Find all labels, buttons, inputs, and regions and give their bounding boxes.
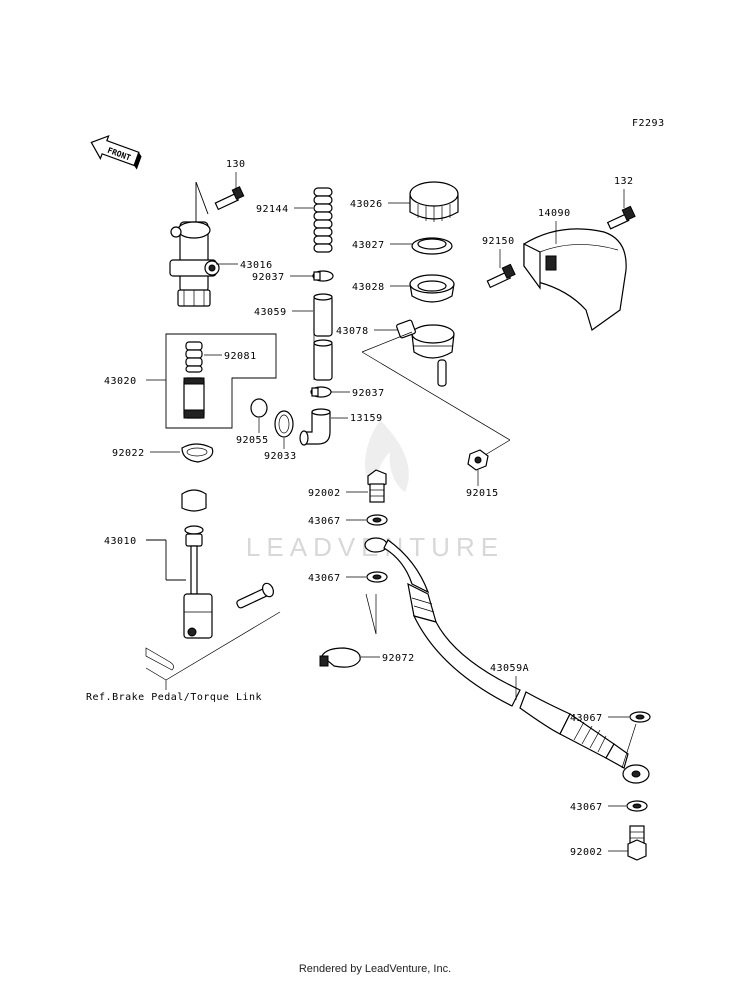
diaphragm-43028 [409, 274, 455, 303]
ref-note: Ref.Brake Pedal/Torque Link [86, 692, 262, 703]
label-92037-top: 92037 [252, 272, 285, 283]
label-43067-d: 43067 [570, 802, 603, 813]
label-92055: 92055 [236, 435, 269, 446]
label-43028: 43028 [352, 282, 385, 293]
ring-92033 [274, 410, 294, 438]
push-rod-43010 [146, 489, 213, 639]
ref-lines [145, 611, 281, 690]
spring-92144 [313, 187, 333, 253]
banjo-bolt-92002-bottom [627, 825, 647, 861]
clevis-pin [236, 582, 275, 609]
label-43078: 43078 [336, 326, 369, 337]
washer-43067-b [366, 571, 388, 583]
bolt-92150 [486, 263, 516, 289]
bolt-132 [606, 205, 636, 230]
washer-43067-d [626, 800, 648, 812]
front-arrow-icon: FRONT [90, 134, 142, 170]
hose-43059 [313, 293, 333, 381]
label-43016: 43016 [240, 260, 273, 271]
reservoir-cap-43026 [409, 181, 459, 222]
cover-14090 [523, 228, 627, 331]
label-43067-c: 43067 [570, 713, 603, 724]
hose-43059A [364, 537, 650, 784]
clamp-92037-bottom [310, 386, 332, 398]
label-13159: 13159 [350, 413, 383, 424]
label-43027: 43027 [352, 240, 385, 251]
clamp-92072 [319, 647, 361, 668]
label-43010: 43010 [104, 536, 137, 547]
label-92002-top: 92002 [308, 488, 341, 499]
cotter-pin [145, 647, 174, 671]
snap-ring-92022 [181, 443, 214, 463]
clamp-92037-top [312, 270, 334, 282]
label-92144: 92144 [256, 204, 289, 215]
label-14090: 14090 [538, 208, 571, 219]
part-labels: 130 43016 92144 92037 43059 92037 13159 … [104, 159, 634, 858]
label-43067-b: 43067 [308, 573, 341, 584]
label-92022: 92022 [112, 448, 145, 459]
label-92081: 92081 [224, 351, 257, 362]
elbow-13159 [299, 408, 331, 446]
label-92002-bottom: 92002 [570, 847, 603, 858]
ring-92055 [250, 398, 268, 418]
label-43020: 43020 [104, 376, 137, 387]
label-43067-a: 43067 [308, 516, 341, 527]
washer-43067-a [366, 514, 388, 526]
master-cylinder-body [169, 181, 220, 307]
leader-line [621, 723, 637, 769]
nut-92015 [361, 331, 511, 471]
footer-credit: Rendered by LeadVenture, Inc. [298, 963, 452, 975]
label-132: 132 [614, 176, 634, 187]
label-92072: 92072 [382, 653, 415, 664]
label-130: 130 [226, 159, 246, 170]
reservoir-43078 [396, 319, 455, 387]
banjo-bolt-92002-top [367, 469, 387, 503]
label-92033: 92033 [264, 451, 297, 462]
label-43026: 43026 [350, 199, 383, 210]
washer-43067-c [629, 711, 651, 723]
bracket-43020 [146, 333, 277, 429]
bolt-130 [214, 186, 245, 211]
label-43059A: 43059A [490, 663, 529, 674]
plate-43027 [411, 237, 453, 255]
label-43059: 43059 [254, 307, 287, 318]
label-92150: 92150 [482, 236, 515, 247]
leader-line [365, 593, 377, 635]
label-92015: 92015 [466, 488, 499, 499]
diagram-code: F2293 [632, 118, 665, 129]
label-92037-bottom: 92037 [352, 388, 385, 399]
